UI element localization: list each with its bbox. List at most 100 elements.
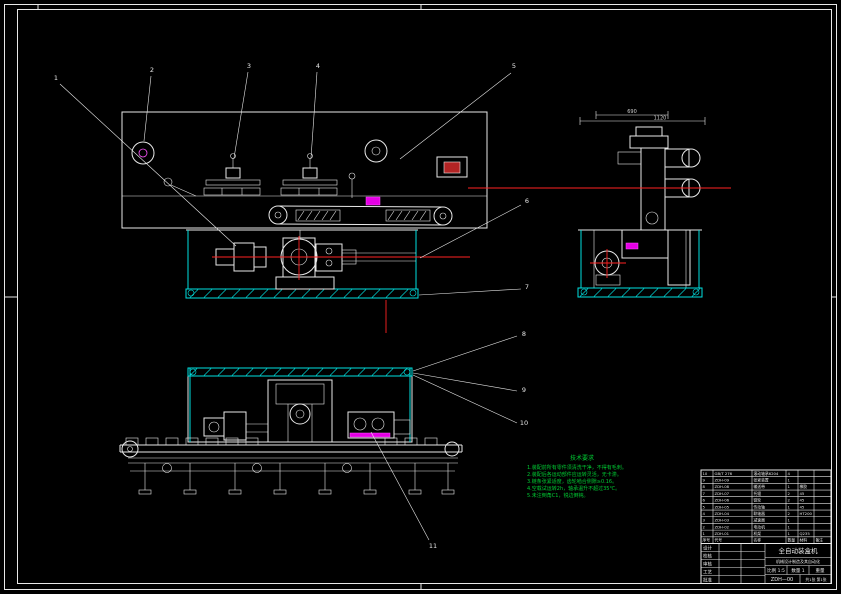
- front-view: [185, 229, 419, 299]
- section-hatching: [189, 210, 701, 376]
- titleblock-process-label: 工艺: [703, 570, 712, 576]
- parts-list-cell: 链轮: [754, 498, 762, 503]
- tech-req-line: 4.空载试运转2h，轴承温升不超过35℃。: [527, 485, 620, 492]
- part-callout: 5: [512, 62, 516, 70]
- parts-list-cell: ZDH-03: [715, 518, 730, 523]
- parts-list-cell: 托辊: [754, 491, 762, 496]
- parts-list-cell: 45: [800, 498, 805, 503]
- parts-list-cell: 电动机: [754, 524, 766, 529]
- parts-list-cell: ZDH-05: [715, 504, 730, 509]
- weight-label: 重量: [816, 567, 825, 574]
- parts-list-cell: ZDH-04: [715, 511, 730, 516]
- title-block: 设计 校核 审核 工艺 批准 全自动装盒机 机械设计制造及其自动化 比例 1:5…: [700, 543, 832, 584]
- parts-list-cell: 1: [788, 518, 791, 523]
- part-callout: 7: [525, 283, 529, 291]
- part-callout: 4: [316, 62, 320, 70]
- part-callout: 10: [520, 419, 528, 427]
- tech-req-line: 3.链条张紧适度，齿轮啮合侧隙≥0.16。: [527, 478, 617, 485]
- parts-list-cell: 2: [788, 491, 791, 496]
- control-box-marker: [443, 161, 461, 174]
- parts-list-cell: 联轴器: [754, 511, 766, 516]
- part-callout: 3: [247, 62, 251, 70]
- parts-list-cell: 10: [703, 471, 708, 476]
- parts-list-cell: 2: [788, 498, 791, 503]
- parts-list-cell: ZDH-01: [715, 531, 730, 536]
- parts-list-cell: 1: [788, 524, 791, 529]
- parts-list-cell: 机架: [754, 531, 762, 536]
- part-callout: 1: [54, 74, 58, 82]
- parts-list-cell: 材料: [800, 538, 808, 543]
- clutch-marker: [625, 242, 639, 250]
- parts-list-cell: 9: [703, 478, 706, 483]
- tech-req-line: 2.装配后各运动部件应运转灵活，无卡滞。: [527, 471, 622, 478]
- parts-list-cell: ZDH-06: [715, 498, 730, 503]
- titleblock-design-label: 设计: [703, 545, 712, 552]
- parts-list-cell: 8: [703, 484, 706, 489]
- callout-balloons: 1 2 3 4 5 6 7 8 9 10 11: [54, 62, 529, 550]
- parts-list-cell: 橡胶: [800, 484, 808, 489]
- parts-list-cell: 输送带: [754, 484, 766, 489]
- heater-strip-marker: [349, 432, 391, 438]
- parts-list-cell: ZDH-02: [715, 524, 730, 529]
- drawing-number: ZDH—00: [771, 577, 793, 583]
- parts-list-cell: ZDH-07: [715, 491, 730, 496]
- sheet-info: 共1张 第1张: [805, 577, 826, 582]
- parts-list-cell: 45: [800, 491, 805, 496]
- titleblock-audit-label: 审核: [703, 561, 712, 568]
- organization: 机械设计制造及其自动化: [776, 558, 820, 564]
- tech-req-line: 5.未注倒角C1，锐边倒钝。: [527, 492, 588, 499]
- table-legs: [138, 463, 455, 495]
- parts-list-cell: 6: [703, 498, 706, 503]
- centerlines: [212, 187, 731, 333]
- parts-list-cell: 4: [703, 511, 706, 516]
- parts-list-cell: ZDH-08: [715, 484, 730, 489]
- part-callout: 8: [522, 330, 526, 338]
- parts-list-grid: 10 GB/T 276 滚动轴承6204 4 9 ZDH-09 张紧装置 1 8 ZDH-08 输送…: [700, 469, 832, 544]
- parts-list-cell: 5: [703, 504, 706, 509]
- top-view: [121, 111, 488, 229]
- parts-list-cell: 1: [788, 478, 791, 483]
- parts-list-cell: 传动轴: [754, 504, 766, 509]
- dimension-text: 690: [627, 109, 637, 115]
- parts-list-cell: 张紧装置: [754, 478, 769, 483]
- parts-list-cell: 代号: [715, 538, 723, 543]
- parts-list-cell: ZDH-09: [715, 478, 730, 483]
- parts-list-cell: 4: [788, 471, 791, 476]
- parts-list-cell: 45: [800, 504, 805, 509]
- parts-list-cell: 名称: [754, 538, 762, 543]
- parts-list-cell: 滚动轴承6204: [754, 471, 779, 476]
- parts-list-cell: 1: [703, 531, 706, 536]
- parts-list-cell: GB/T 276: [715, 471, 733, 476]
- titleblock-check-label: 校核: [703, 553, 712, 560]
- dimension-text: 1120: [654, 116, 667, 122]
- part-callout: 2: [150, 66, 154, 74]
- part-callout: 6: [525, 197, 529, 205]
- quantity-value: 数量 1: [791, 567, 804, 574]
- parts-list-cell: 2: [703, 524, 706, 529]
- titleblock-approve-label: 批准: [703, 577, 712, 584]
- side-view: 690 1120: [577, 109, 706, 298]
- parts-list-cell: 3: [703, 518, 706, 523]
- parts-list: 10 GB/T 276 滚动轴承6204 4 9 ZDH-09 张紧装置 1 8 ZDH-08 输送…: [700, 469, 832, 544]
- drawing-border: [4, 4, 837, 590]
- parts-list-cell: HT200: [800, 511, 813, 516]
- sealing-unit-marker: [365, 196, 381, 206]
- drawing-title: 全自动装盒机: [779, 546, 819, 555]
- part-callout: 9: [522, 386, 526, 394]
- parts-list-cell: 减速器: [754, 518, 766, 523]
- parts-list-cell: 备注: [816, 538, 824, 543]
- bottom-view: [119, 367, 463, 495]
- parts-list-cell: 数量: [788, 538, 796, 543]
- parts-list-cell: 序号: [703, 538, 711, 543]
- leader-lines: [59, 71, 522, 541]
- tech-requirements: 技术要求 1.装配前所有零件须清洗干净，不得有毛刺。 2.装配后各运动部件应运转…: [527, 454, 627, 499]
- parts-list-cell: 1: [788, 531, 791, 536]
- parts-list-cell: 1: [788, 504, 791, 509]
- scale-value: 比例 1:5: [767, 567, 785, 574]
- tech-req-title: 技术要求: [570, 454, 594, 462]
- chain-lugs: [125, 437, 438, 446]
- parts-list-cell: 1: [788, 484, 791, 489]
- parts-list-cell: 7: [703, 491, 706, 496]
